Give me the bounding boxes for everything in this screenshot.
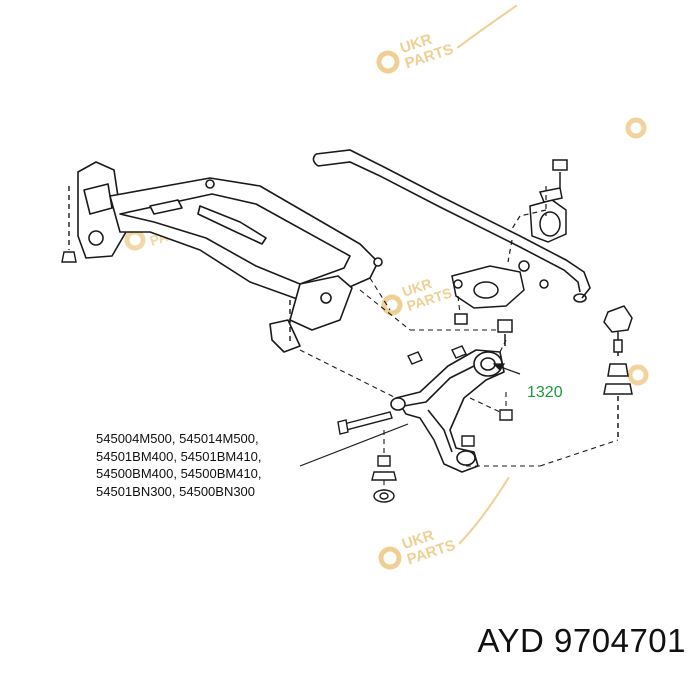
subframe-bolt-left [61,186,77,263]
assembly-dash-lines [299,277,619,490]
watermark-logo-top: UKR PARTS [376,4,518,74]
lower-arm-rear-bracket [451,260,549,346]
watermark-logo-right-edge [625,117,649,386]
stabilizer-bar [312,149,591,303]
control-arm-bolt [337,411,393,435]
ball-joint-stack [371,455,397,503]
front-subframe [77,161,383,353]
part-number-leader [299,423,409,467]
stabilizer-bracket-dash [507,186,547,263]
stabilizer-bushing-clamp [529,159,568,243]
part-number-line: 54500BM400, 54500BM410, [96,466,262,481]
part-number-list: 545004M500, 545014M500, 54501BM400, 5450… [96,430,262,500]
callout-number: 1320 [527,384,563,401]
lower-control-arm [390,349,505,473]
stabilizer-link [603,305,633,440]
small-bolts [407,345,513,447]
part-number-line: 54501BN300, 54500BN300 [96,483,256,499]
callout-1320-leader [492,363,521,375]
part-number-line: 545004M500, 545014M500, [96,431,259,446]
watermark-logo-mid: UKR PARTS [381,275,454,316]
part-number-line: 54501BM400, 54501BM410, [96,448,262,464]
product-code: AYD 9704701 [477,622,686,659]
